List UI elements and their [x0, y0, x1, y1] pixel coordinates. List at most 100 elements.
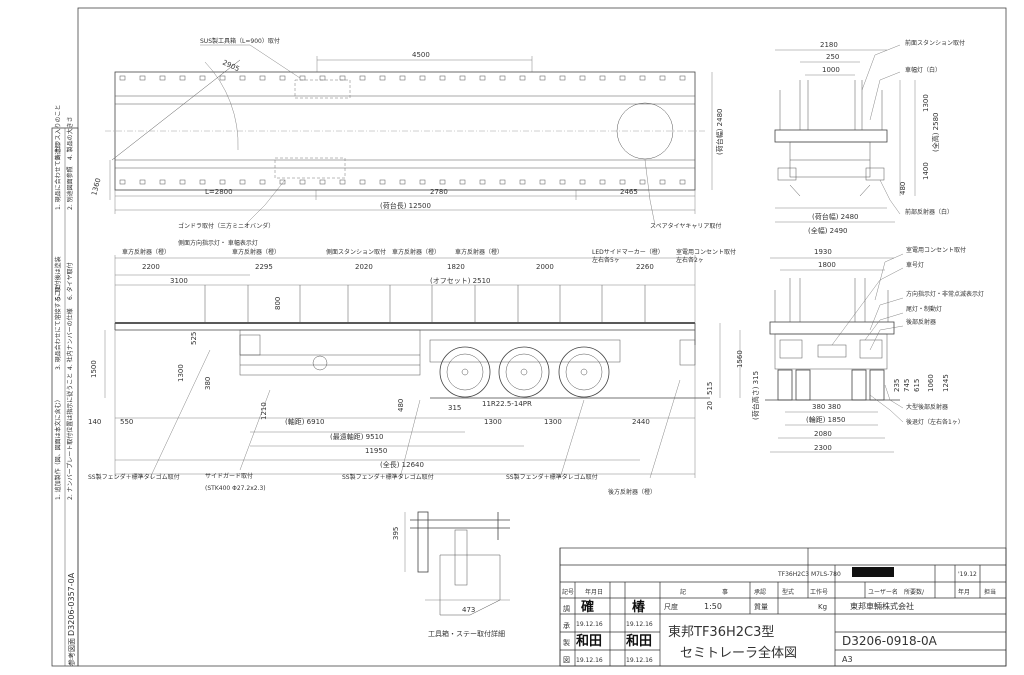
- dim-front-1000: 1000: [822, 66, 840, 74]
- title-block: [559, 547, 1007, 667]
- label-ss-fender-mid: SS製フェンダ＋標準タレゴム取付: [342, 473, 434, 481]
- label-side-reflector-1: 車方反射器（橙）: [122, 248, 170, 256]
- dim-offset-2510: (オフセット) 2510: [430, 277, 491, 285]
- left-note-6: 6. タイヤ取付: [66, 263, 74, 300]
- dim-rear-1850: (輪距) 1850: [806, 415, 846, 424]
- dim-rear-2080: 2080: [814, 430, 832, 438]
- label-turn-hazard: 方向指示灯・非常点滅表示灯: [906, 290, 984, 298]
- dim-6910: (軸距) 6910: [285, 417, 325, 426]
- dim-11950: 11950: [365, 447, 387, 455]
- label-side-stanchion: 側面スタンション取付: [326, 248, 386, 256]
- label-sus-toolbox: SUS製工具箱（L=900）取付: [200, 37, 280, 45]
- hdr-matter: 事: [722, 588, 728, 596]
- side-view: [104, 255, 741, 479]
- dim-rear-615: 615: [913, 379, 921, 392]
- detail-caption: 工具箱・ステー取付詳細: [428, 629, 505, 638]
- label-ss-fender-right: SS製フェンダ＋標準タレゴム取付: [506, 473, 598, 481]
- hdr-mark: 記号: [562, 588, 574, 596]
- left-note-2: 2. ナンバープレート取付位置は指示に従うこと: [66, 373, 74, 500]
- signature-3: 和田: [576, 633, 602, 649]
- dim-front-2480: (荷台幅) 2480: [812, 212, 859, 221]
- dim-front-480: 480: [899, 182, 907, 195]
- hdr-date: 年月日: [585, 588, 603, 596]
- scale-label: 尺度: [664, 602, 678, 611]
- dim-deck-height: (荷台高さ) 315: [751, 371, 760, 420]
- drawing-title-1: 東邦TF36H2C3型: [668, 624, 774, 640]
- label-side-reflector-2: 車方反射器（橙）: [232, 248, 280, 256]
- plan-view: [105, 44, 713, 226]
- dim-2260: 2260: [636, 263, 654, 271]
- left-note-3: 3. 現品合わせにて溶接すること: [54, 284, 62, 370]
- dim-2295: 2295: [255, 263, 273, 271]
- dim-2800: L=2800: [205, 188, 233, 196]
- dim-1300-b: 1300: [544, 418, 562, 426]
- dim-detail-473: 473: [462, 606, 475, 614]
- label-left-right-2: 左右各2ヶ: [676, 256, 704, 264]
- dim-2000: 2000: [536, 263, 554, 271]
- dim-140: 140: [88, 418, 101, 426]
- dim-3100: 3100: [170, 277, 188, 285]
- hdr-work-no: 工作号: [810, 588, 828, 596]
- sign-date-3: 19.12.16: [576, 657, 603, 664]
- dim-315: 315: [448, 404, 461, 412]
- label-front-reflector: 前部反射器（白）: [905, 208, 953, 216]
- company-name: 東邦車輛株式会社: [850, 601, 914, 611]
- drawing-title-2: セミトレーラ全体図: [680, 645, 797, 661]
- dim-rear-2300: 2300: [814, 444, 832, 452]
- dim-4500: 4500: [412, 51, 430, 59]
- dim-front-2580: (全高) 2580: [931, 112, 940, 152]
- dim-rear-1060: 1060: [927, 374, 935, 392]
- label-gondola: ゴンドラ取付（三方ミニオバンダ）: [178, 222, 274, 230]
- rear-view: [765, 253, 904, 453]
- label-stk: (STK400 Φ27.2x2.3): [205, 485, 266, 492]
- tire-size: 11R22.5-14PR: [482, 400, 532, 408]
- role-drafter: 図: [563, 656, 570, 664]
- role-check: 調: [563, 604, 570, 613]
- front-view: [774, 44, 916, 223]
- dim-1300: 1300: [177, 364, 185, 382]
- dim-525: 525: [190, 332, 198, 345]
- right-note-4: 4. 製品の大きさ: [66, 116, 74, 160]
- hdr-model: 型式: [782, 588, 794, 596]
- label-power-outlet: 室電用コンセント取付: [676, 248, 736, 256]
- label-rear-reflector-r: 後部反射器: [906, 318, 936, 326]
- dim-380: 380: [204, 377, 212, 390]
- signature-1: 確: [581, 599, 594, 615]
- dim-2905: 2905: [221, 59, 241, 74]
- hdr-record: 記: [680, 588, 686, 596]
- dim-rear-1245: 1245: [942, 374, 950, 392]
- left-ref-label: 参考図面: [67, 638, 76, 666]
- label-side-reflector-3: 車方反射器（橙）: [392, 248, 440, 256]
- dim-2440: 2440: [632, 418, 650, 426]
- paper-size: A3: [842, 655, 853, 664]
- left-note-5: 5. 取付後は塗装: [54, 256, 62, 300]
- dim-2200: 2200: [142, 263, 160, 271]
- label-ss-fender-left: SS製フェンダ＋標準タレゴム取付: [88, 473, 180, 481]
- dim-12500: (荷台長) 12500: [380, 201, 431, 210]
- date-top: '19.12: [958, 571, 977, 578]
- label-left-right-5: 左右各5ヶ: [592, 256, 620, 264]
- model-code: TF36H2C3 M7LS-780: [777, 571, 841, 578]
- dim-1560: 1560: [736, 350, 744, 368]
- scale-value: 1:50: [704, 602, 722, 611]
- right-note-1: 1. 現品に合わせて鋳造品: [54, 142, 62, 210]
- label-width-lamp: 車幅灯（白）: [905, 66, 941, 74]
- dim-800: 800: [274, 297, 282, 310]
- dim-front-1300: 1300: [922, 94, 930, 112]
- dim-front-2490: (全幅) 2490: [808, 226, 848, 235]
- dim-480: 480: [397, 399, 405, 412]
- dim-2480: (荷台幅) 2480: [715, 108, 724, 155]
- dim-20: 20: [706, 401, 714, 410]
- hdr-person: 担当: [984, 588, 996, 596]
- dim-rear-1800: 1800: [818, 261, 836, 269]
- dim-front-2180: 2180: [820, 41, 838, 49]
- label-front-stanchion: 前面スタンション取付: [905, 39, 965, 47]
- dim-1300-a: 1300: [484, 418, 502, 426]
- dim-1210: 1210: [260, 402, 268, 420]
- weight-unit: Kg: [818, 603, 827, 611]
- sign-date-2: 19.12.16: [626, 621, 653, 628]
- dim-2020: 2020: [355, 263, 373, 271]
- redacted-block: [852, 567, 894, 577]
- dim-1360: 1360: [90, 177, 102, 196]
